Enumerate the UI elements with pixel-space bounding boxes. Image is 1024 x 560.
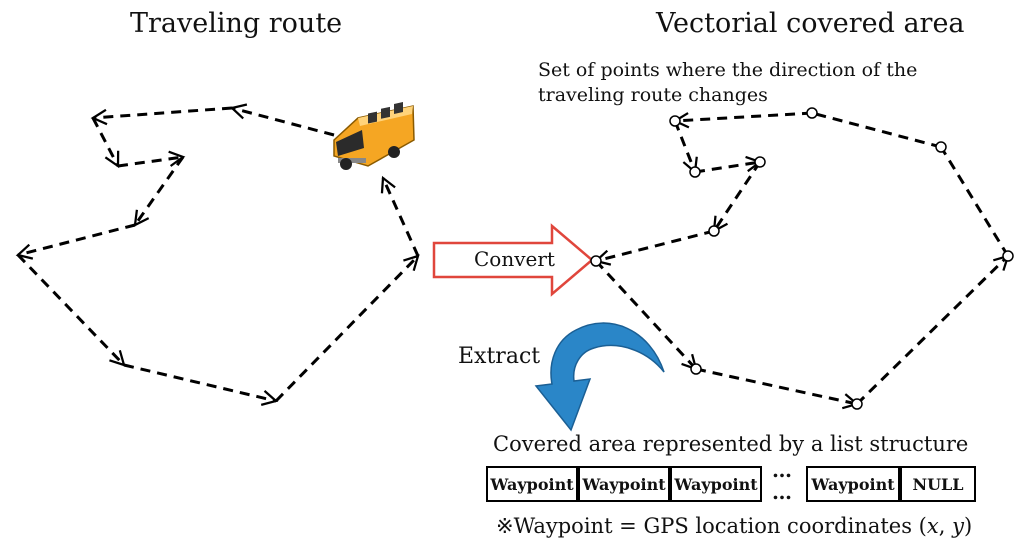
convert-label: Convert — [474, 247, 555, 271]
waypoint-marker — [806, 107, 818, 119]
waypoint-marker — [851, 398, 863, 410]
vectorial-area-path — [593, 111, 1010, 410]
list-cell-waypoint: Waypoint — [806, 466, 900, 502]
waypoint-marker — [935, 141, 947, 153]
route-segment — [90, 106, 233, 126]
vectorial-area-title: Vectorial covered area — [656, 8, 965, 39]
waypoint-markers — [590, 107, 1014, 410]
footnote-prefix: ※Waypoint = GPS location coordinates ( — [496, 514, 927, 538]
waypoint-marker — [690, 363, 702, 375]
convert-arrow-icon — [432, 223, 594, 297]
area-segment — [811, 111, 942, 149]
footnote-sep: , — [938, 514, 953, 538]
route-segment — [380, 175, 420, 257]
route-segment — [229, 103, 335, 137]
list-cell-waypoint: Waypoint — [578, 466, 670, 502]
waypoint-marker — [1002, 250, 1014, 262]
route-segment — [15, 223, 136, 260]
route-segment — [123, 363, 279, 406]
area-segment — [673, 120, 698, 175]
list-caption: Covered area represented by a list struc… — [493, 432, 969, 456]
waypoint-marker — [590, 255, 602, 267]
traveling-route-path — [15, 103, 420, 406]
waypoint-marker — [754, 156, 766, 168]
footnote-y: y — [952, 514, 964, 538]
waypoint-marker — [708, 225, 720, 237]
list-ellipsis-bottom: … — [772, 480, 793, 504]
waypoint-marker — [689, 166, 701, 178]
extract-arrow-icon — [534, 322, 665, 432]
route-segment — [117, 150, 186, 168]
area-segment — [694, 155, 763, 174]
traveling-route-title: Traveling route — [130, 8, 343, 39]
route-segment — [16, 253, 126, 367]
footnote: ※Waypoint = GPS location coordinates (x,… — [496, 514, 972, 538]
waypoint-marker — [669, 115, 681, 127]
direction-change-note: Set of points where the direction of the… — [538, 59, 918, 106]
area-segment — [939, 146, 1010, 257]
footnote-suffix: ) — [963, 514, 973, 538]
area-segment — [594, 259, 698, 371]
list-cell-waypoint: Waypoint — [670, 466, 762, 502]
area-segment — [855, 254, 1010, 406]
list-ellipsis-top: … — [772, 458, 793, 482]
school-bus-icon — [333, 102, 415, 170]
area-segment — [695, 367, 860, 410]
area-segment — [672, 111, 813, 129]
list-cell-waypoint: Waypoint — [486, 466, 578, 502]
footnote-x: x — [926, 514, 939, 538]
route-segment — [274, 254, 420, 403]
extract-label: Extract — [458, 344, 541, 369]
area-segment — [712, 161, 762, 233]
list-cell-null: NULL — [900, 466, 976, 502]
area-segment — [593, 229, 715, 266]
route-segment — [133, 156, 185, 227]
route-segment — [91, 117, 120, 169]
